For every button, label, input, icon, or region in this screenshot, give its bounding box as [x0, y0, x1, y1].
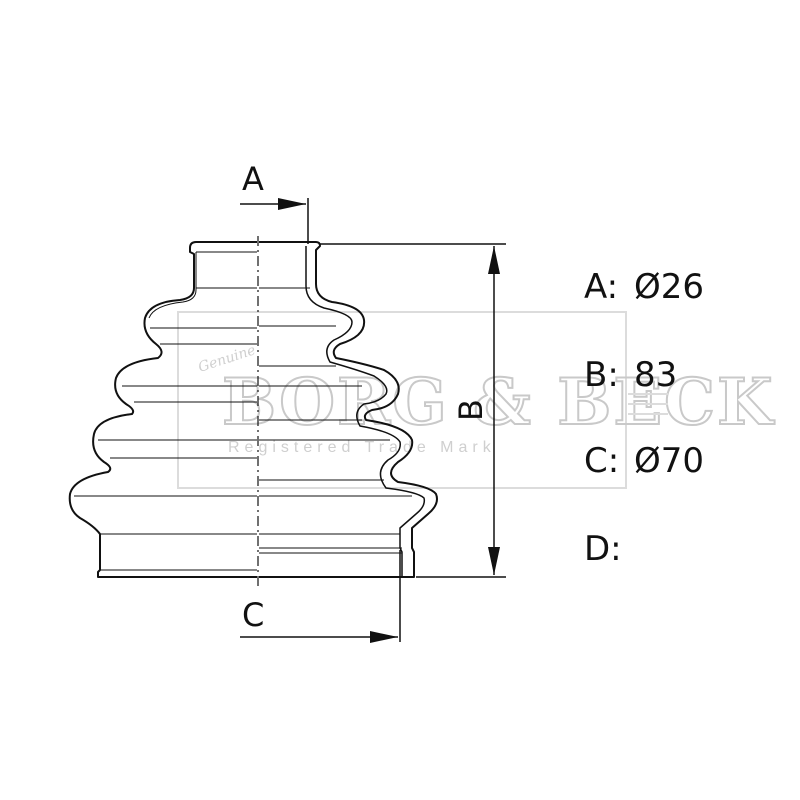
watermark: Genuine BORG & BECK Registered Trade Mar… — [177, 311, 775, 489]
dimension-c: C — [240, 550, 401, 643]
watermark-brand: BORG & BECK — [222, 365, 775, 440]
boot-internal-lines — [74, 251, 412, 571]
dimension-a-label: A — [242, 160, 264, 198]
spec-b-label: B: — [584, 355, 619, 395]
dimension-b: B — [320, 243, 506, 578]
spec-a-value: Ø26 — [634, 267, 704, 307]
spec-list: A: Ø26 B: 83 C: Ø70 D: — [584, 267, 704, 569]
dimension-a: A — [240, 160, 309, 244]
watermark-frame — [177, 311, 627, 489]
dimension-b-label: B — [452, 399, 490, 421]
boot-left-outline — [68, 241, 257, 578]
watermark-tagline: Registered Trade Mark — [228, 439, 496, 456]
spec-c-label: C: — [584, 441, 619, 481]
spec-c-value: Ø70 — [634, 441, 704, 481]
boot-left-inner-line — [148, 252, 197, 319]
dimension-c-label: C — [242, 596, 264, 634]
spec-b-value: 83 — [634, 355, 677, 395]
spec-d-label: D: — [584, 529, 622, 569]
spec-a-label: A: — [584, 267, 618, 307]
boot-right-section-outer — [259, 241, 438, 578]
boot-right-section-inner — [305, 246, 426, 577]
